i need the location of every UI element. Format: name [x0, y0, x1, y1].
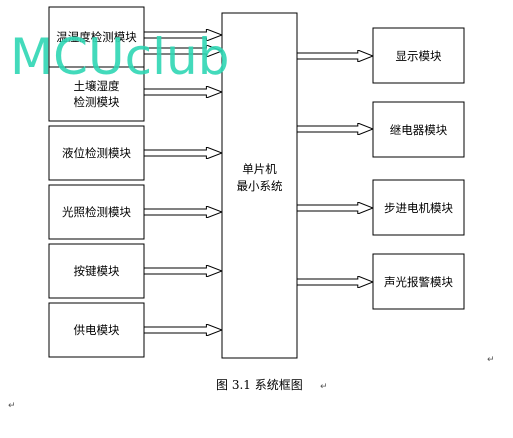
output-module-stepper-motor: 步进电机模块 [372, 179, 465, 236]
output-module-relay: 继电器模块 [372, 101, 465, 158]
svg-text:光照检测模块: 光照检测模块 [62, 205, 131, 219]
input-module-label-line2: 检测模块 [74, 95, 120, 109]
svg-text:液位检测模块: 液位检测模块 [62, 146, 131, 160]
svg-text:声光报警模块: 声光报警模块 [384, 275, 453, 289]
svg-text:显示模块: 显示模块 [396, 49, 442, 63]
input-module-label: 按键模块 [74, 264, 120, 278]
caption-paragraph-mark: ↵ [320, 382, 328, 392]
input-module-temp-humidity: 温湿度检测模块 [48, 6, 145, 68]
mcu-label-line1: 单片机 [242, 162, 277, 176]
arrow-mcu-to-stepper [297, 202, 373, 214]
arrow-mcu-to-relay [297, 123, 373, 135]
svg-text:土壤湿度: 土壤湿度 [74, 79, 120, 93]
svg-text:单片机: 单片机 [242, 162, 277, 176]
svg-text:步进电机模块: 步进电机模块 [384, 201, 453, 215]
paragraph-mark-right: ↵ [487, 355, 495, 365]
input-module-light: 光照检测模块 [48, 184, 145, 240]
arrow-mcu-to-alarm [297, 276, 373, 288]
input-module-liquid-level: 液位检测模块 [48, 125, 145, 181]
input-module-label: 光照检测模块 [62, 205, 131, 219]
output-module-label: 显示模块 [396, 49, 442, 63]
output-module-label: 继电器模块 [390, 123, 448, 137]
mcuclub-watermark: MCUclub [10, 28, 229, 86]
output-module-sound-light-alarm: 声光报警模块 [372, 253, 465, 310]
mcu-minimum-system: 单片机 最小系统 [221, 12, 298, 359]
input-module-label: 液位检测模块 [62, 146, 131, 160]
input-module-power: 供电模块 [48, 302, 145, 358]
mcu-label-line2: 最小系统 [237, 179, 283, 193]
arrow-light-to-mcu [144, 206, 222, 218]
output-module-display: 显示模块 [372, 27, 465, 84]
arrow-mcu-to-display [297, 50, 373, 62]
output-module-label: 声光报警模块 [384, 275, 453, 289]
arrow-level-to-mcu [144, 147, 222, 159]
svg-text:供电模块: 供电模块 [74, 323, 120, 337]
svg-text:温湿度检测模块: 温湿度检测模块 [56, 30, 137, 44]
arrow-keys-to-mcu [144, 265, 222, 277]
paragraph-mark-left: ↵ [8, 401, 16, 411]
arrow-soil-to-mcu [144, 86, 222, 98]
svg-text:按键模块: 按键模块 [74, 264, 120, 278]
input-module-label: 温湿度检测模块 [56, 30, 137, 44]
input-module-label: 供电模块 [74, 323, 120, 337]
svg-text:检测模块: 检测模块 [74, 95, 120, 109]
svg-text:最小系统: 最小系统 [237, 179, 283, 193]
input-module-label-line1: 土壤湿度 [74, 79, 120, 93]
arrow-power-to-mcu [144, 324, 222, 336]
output-module-label: 步进电机模块 [384, 201, 453, 215]
input-module-soil-humidity: 土壤湿度 检测模块 [48, 66, 145, 122]
svg-text:继电器模块: 继电器模块 [390, 123, 448, 137]
figure-caption: 图 3.1 系统框图 [216, 378, 303, 392]
input-module-keys: 按键模块 [48, 243, 145, 299]
